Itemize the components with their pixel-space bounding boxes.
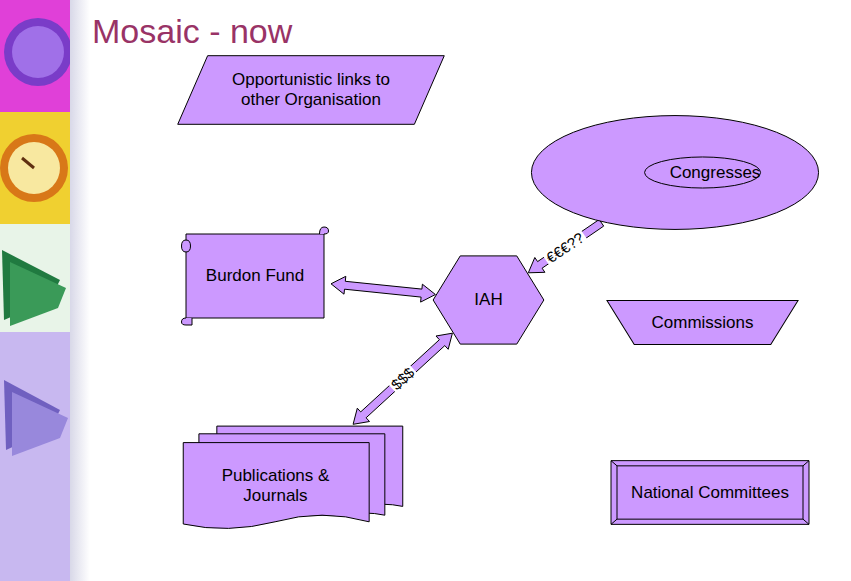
connector-arrow	[331, 276, 435, 302]
bevel-inner	[617, 466, 803, 519]
text-holder: National Committees	[631, 483, 789, 503]
strip-panel	[0, 112, 70, 224]
node-label: Burdon Fund	[206, 266, 304, 286]
committee-box: National Committees	[610, 460, 810, 525]
clock-picture	[0, 134, 68, 202]
book-picture	[10, 262, 66, 326]
text-holder: Congresses	[670, 163, 761, 183]
text-holder: Burdon Fund	[206, 266, 304, 286]
scroll-curl	[182, 318, 193, 325]
node-label: Opportunistic links to other Organisatio…	[211, 70, 411, 109]
scroll-curl	[320, 227, 329, 234]
connector-arrow	[528, 220, 603, 273]
node-label: Commissions	[651, 313, 753, 333]
bevel-line	[803, 519, 809, 524]
side-strip	[0, 0, 90, 581]
edge-label: $$$	[386, 363, 419, 395]
link-parallelogram: Opportunistic links to other Organisatio…	[175, 55, 447, 125]
node-label: Congresses	[670, 163, 761, 183]
commission-trapezoid: Commissions	[605, 300, 800, 345]
text-holder: IAH	[474, 290, 502, 310]
node-label: National Committees	[631, 483, 789, 503]
shape-outline	[183, 443, 369, 529]
fund-scroll: Burdon Fund	[180, 226, 330, 326]
book-picture	[12, 392, 68, 456]
strip-panel	[0, 224, 70, 332]
congress-ellipse: Congresses	[530, 115, 820, 230]
text-holder: Opportunistic links to other Organisatio…	[211, 70, 411, 109]
strip-panel	[0, 332, 70, 581]
inner-ellipse	[645, 157, 761, 188]
text-holder: Publications & Journals	[201, 466, 351, 505]
shape-outline	[531, 116, 818, 230]
shape-outline	[186, 234, 324, 318]
text-holder: Commissions	[651, 313, 753, 333]
clock-face	[12, 26, 64, 78]
connector-arrow	[353, 333, 452, 424]
node-label: Publications & Journals	[201, 466, 351, 505]
publication-stack: Publications & Journals	[181, 425, 405, 535]
bevel-line	[611, 519, 617, 524]
shape-outline	[433, 256, 544, 344]
node-label: IAH	[474, 290, 502, 310]
shape-outline	[178, 56, 445, 125]
strip-fade	[70, 0, 90, 581]
scroll-curl	[182, 240, 191, 252]
slide-title: Mosaic - now	[92, 12, 292, 51]
clock-hand	[22, 158, 34, 168]
clock-face	[8, 142, 60, 194]
shape-outline	[607, 300, 798, 344]
bevel-line	[803, 461, 809, 466]
edge-label: €€€??	[541, 228, 588, 268]
shape-outline	[611, 461, 809, 525]
org-hexagon: IAH	[432, 255, 545, 345]
bevel-line	[611, 461, 617, 466]
clock-picture	[4, 18, 72, 86]
